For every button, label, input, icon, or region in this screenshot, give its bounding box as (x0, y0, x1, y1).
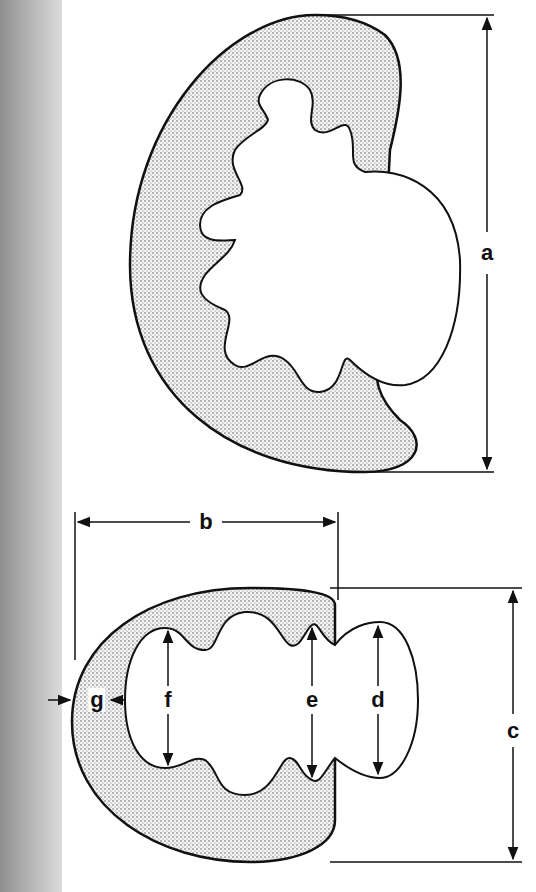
dimension-lines (75, 15, 522, 862)
dimension-label: e (304, 688, 320, 712)
slide-background (0, 0, 62, 892)
drawing-ground (62, 0, 536, 892)
dimension-label: g (88, 688, 105, 712)
dimension-label: b (197, 510, 214, 534)
renal-sinus (200, 79, 460, 392)
renal-sinus (125, 612, 418, 795)
dimension-label: a (479, 241, 495, 265)
dimension-label: f (162, 688, 173, 712)
dimension-label: d (369, 688, 386, 712)
dimension-label: c (505, 719, 521, 743)
dimension-arrows (48, 626, 378, 777)
